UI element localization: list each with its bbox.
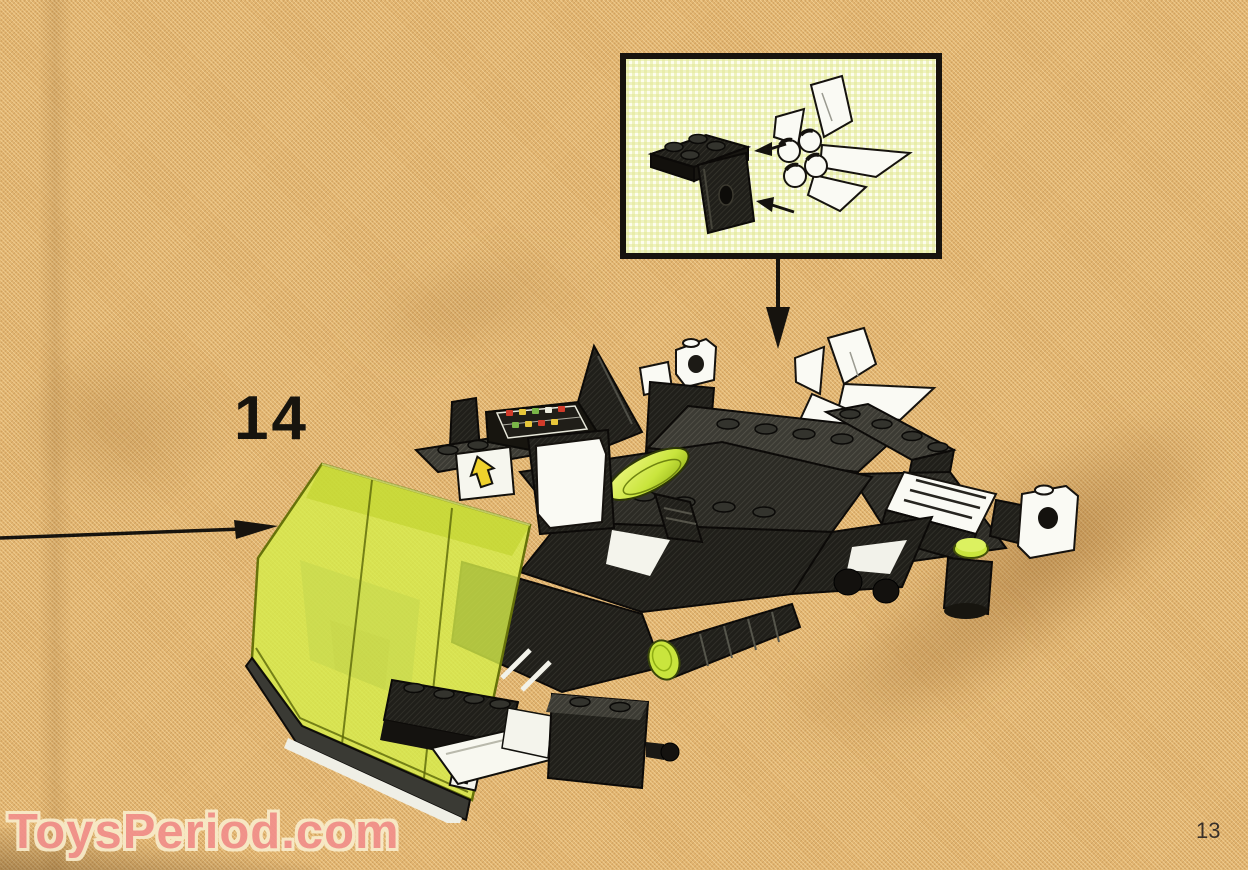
white-quad-fin-engine-icon [772,74,913,213]
watermark: ToysPeriod.com [8,805,400,859]
model-illustration [244,326,1080,823]
arrow-sticker-tile [454,445,516,502]
model-headlight-brick-top [675,337,718,389]
model-engine-cone [647,602,802,681]
model-dish-antenna [606,447,704,544]
scan-page-curve [38,0,72,870]
step-number: 14 [234,384,309,453]
model-tail-fins-white [793,326,937,440]
control-panel-sticker [495,405,589,439]
page-number: 13 [1196,818,1221,843]
insert-arrow-upper [754,142,787,156]
scan-shadow-left [10,340,230,510]
model-console [413,396,616,536]
model-mid-hull [518,440,934,614]
callout-detail-box [620,53,942,259]
callout-illustration [647,74,913,235]
model-tail-boom [876,470,1080,619]
insert-arrow-lower [756,197,795,214]
black-bracket-2x2-plate-icon [647,133,756,235]
model-front-bricks [380,678,680,790]
